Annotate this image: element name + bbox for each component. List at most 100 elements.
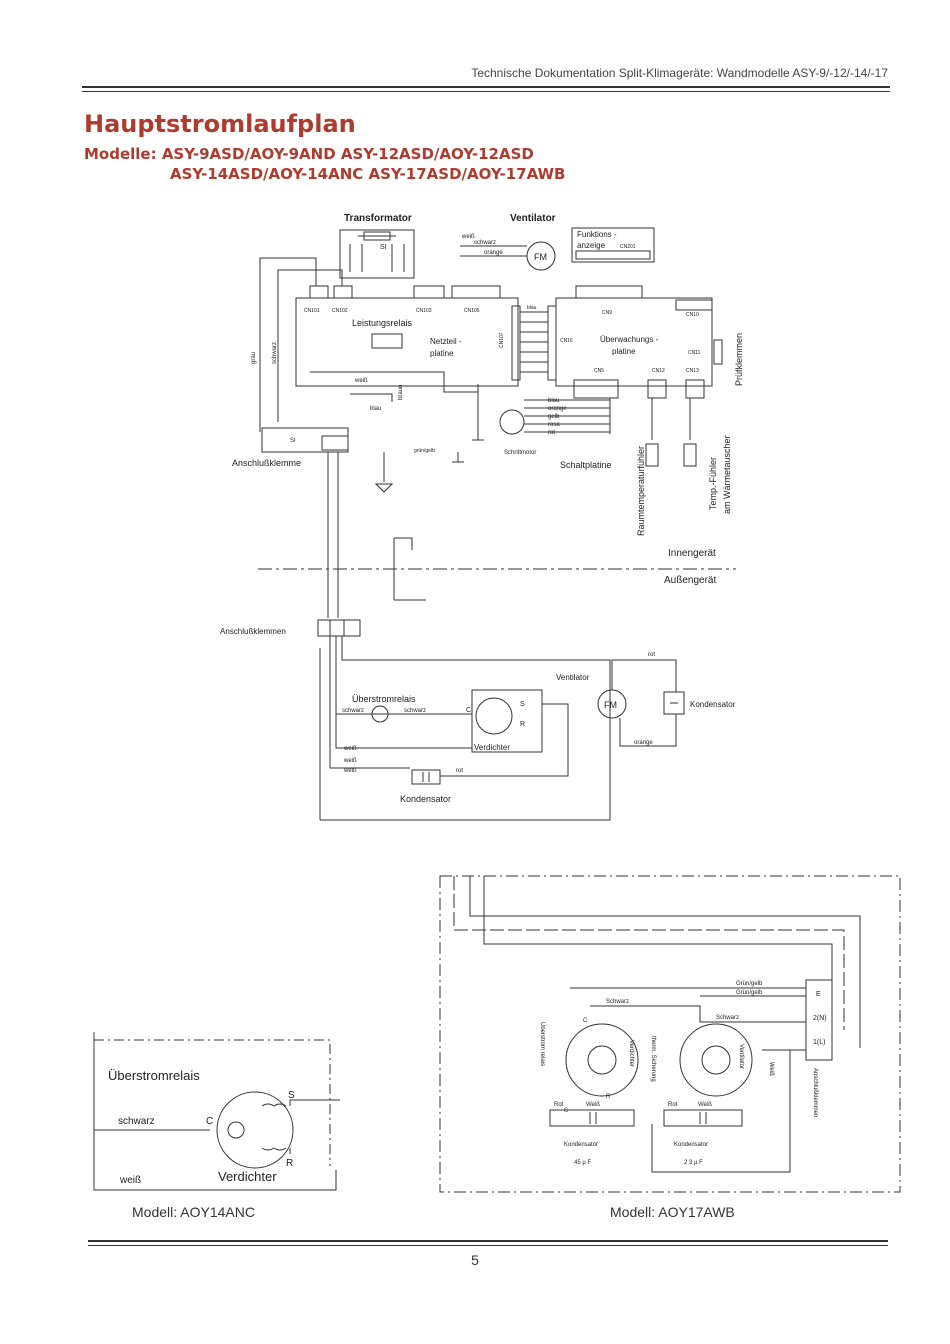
footer-rule-thin bbox=[88, 1245, 888, 1246]
header-rule-thin bbox=[82, 91, 890, 92]
label-fm-outdoor: FM bbox=[604, 700, 617, 710]
aoy17-terminal-2n: 2(N) bbox=[813, 1015, 827, 1022]
label-s-14: S bbox=[288, 1090, 295, 1101]
label-c-14: C bbox=[206, 1116, 213, 1127]
connector-cn103 bbox=[413, 285, 445, 299]
label-netzteil-platine: platine bbox=[430, 349, 454, 358]
label-r-17: R bbox=[606, 1094, 611, 1100]
label-anschlussklemmen-17: Anschlußklemmen bbox=[812, 1068, 818, 1117]
wire-schwarz-2: schwarz bbox=[272, 342, 278, 364]
label-s-17: S bbox=[564, 1108, 568, 1114]
label-verdichter-14: Verdichter bbox=[218, 1169, 277, 1184]
aoy17-terminal-block bbox=[805, 979, 833, 1061]
aoy17-terminal-e: E bbox=[816, 991, 821, 998]
detail-aoy17awb: E 2(N) 1(L) Grün/gelb Grün/gelb Schwarz … bbox=[439, 875, 901, 1193]
wire-schwarz-3: schwarz bbox=[342, 708, 364, 714]
label-verdichter-17: Verdichter bbox=[628, 1040, 634, 1067]
indoor-unit: Transformator Ventilator SI FM schwarz o… bbox=[232, 213, 744, 618]
fan-motor-17 bbox=[679, 1023, 753, 1097]
label-s-outdoor: S bbox=[520, 701, 525, 708]
header-rule bbox=[82, 86, 890, 88]
label-anschlussklemmen: Anschlußklemmen bbox=[220, 627, 286, 636]
label-cn101: CN101 bbox=[304, 308, 320, 314]
connector-cn9 bbox=[575, 285, 643, 299]
connector-cn10 bbox=[675, 299, 713, 311]
label-si: SI bbox=[380, 244, 387, 251]
wire-orange-1: orange bbox=[484, 250, 503, 256]
wire-rot-1: rot bbox=[548, 430, 555, 436]
label-cn13: CN13 bbox=[686, 368, 699, 374]
wire-rot-3: rot bbox=[648, 652, 655, 658]
wire-gelb: gelb bbox=[548, 414, 560, 420]
wire-gruengelb-17b: Grün/gelb bbox=[736, 990, 763, 996]
label-leistungsrelais: Leistungsrelais bbox=[352, 318, 413, 328]
wire-rot-17b: Rot bbox=[668, 1102, 678, 1108]
label-ueberwachung-platine: platine bbox=[612, 347, 636, 356]
label-c-17: C bbox=[583, 1018, 588, 1024]
label-kondensator-outdoor: Kondensator bbox=[400, 794, 451, 804]
wire-blau-1: blau bbox=[527, 305, 537, 311]
label-si-2: SI bbox=[290, 438, 296, 444]
wire-weiss-3: weiß bbox=[343, 746, 357, 752]
wire-weiss-17a: Weiß bbox=[586, 1102, 600, 1108]
label-ventilator-17: Ventilator bbox=[738, 1044, 744, 1069]
label-cn5: CN5 bbox=[594, 368, 604, 374]
label-pruefklemmen: Prüfklemmen bbox=[734, 333, 744, 386]
wire-gruengelb-1: grün/gelb bbox=[414, 448, 435, 454]
connector-cn102 bbox=[333, 285, 353, 299]
label-ventilator: Ventilator bbox=[510, 213, 556, 224]
label-am-waermetauscher: am Wärmetauscher bbox=[722, 435, 732, 514]
label-ueberstromrelais: Überstromrelais bbox=[352, 694, 416, 704]
funktionsanzeige-box bbox=[571, 227, 655, 263]
label-kondensator-fan: Kondensator bbox=[690, 700, 736, 709]
connector-cn101 bbox=[309, 285, 329, 299]
label-kondensator-17a: Kondensator bbox=[564, 1142, 598, 1148]
label-cn102: CN102 bbox=[332, 308, 348, 314]
outdoor-overload-relay bbox=[371, 705, 389, 723]
label-thermoschutz-17: therm. Sicherung bbox=[650, 1036, 656, 1082]
label-cn16: CN16 bbox=[560, 338, 573, 344]
aoy17-terminal-1l: 1(L) bbox=[813, 1039, 825, 1046]
compressor-14 bbox=[216, 1091, 294, 1169]
wire-orange-3: orange bbox=[634, 740, 653, 746]
label-innengeraet: Innengerät bbox=[668, 548, 716, 559]
wire-weiss-17: Weiß bbox=[768, 1062, 774, 1076]
connector-cn105 bbox=[451, 285, 501, 299]
outdoor-capacitor bbox=[411, 769, 441, 785]
label-cn12: CN12 bbox=[652, 368, 665, 374]
waermetauscher-sensor bbox=[683, 443, 697, 467]
label-kap-17a: 45 µ F bbox=[574, 1160, 591, 1166]
label-schrittmotor: Schrittmotor bbox=[504, 450, 536, 456]
label-anzeige: anzeige bbox=[577, 241, 606, 250]
capacitor-17a bbox=[549, 1109, 635, 1127]
wire-schwarz-1: schwarz bbox=[474, 240, 496, 246]
wire-rosa: rosa bbox=[548, 422, 560, 428]
label-schaltplatine: Schaltplatine bbox=[560, 460, 612, 470]
compressor-17 bbox=[565, 1023, 639, 1097]
label-ueberstromrelais-14: Überstromrelais bbox=[108, 1068, 200, 1083]
wire-braun: braun bbox=[398, 385, 404, 400]
wire-schwarz-17b: Schwarz bbox=[716, 1015, 739, 1021]
label-netzteil: Netzteil - bbox=[430, 337, 462, 346]
label-r-outdoor: R bbox=[520, 721, 525, 728]
wire-blau-2: blau bbox=[370, 406, 381, 412]
wire-grau: grau bbox=[251, 352, 257, 364]
label-cn9: CN9 bbox=[602, 310, 612, 316]
label-anschlussklemme: Anschlußklemme bbox=[232, 458, 301, 468]
label-kondensator-17b: Kondensator bbox=[674, 1142, 708, 1148]
wire-rot-2: rot bbox=[456, 768, 463, 774]
wire-orange-2: orange bbox=[548, 406, 567, 412]
wire-schwarz-17a: Schwarz bbox=[606, 999, 629, 1005]
page-title: Hauptstromlaufplan bbox=[84, 110, 356, 138]
label-kap-17b: 2 3 µ F bbox=[684, 1160, 703, 1166]
label-verdichter-outdoor: Verdichter bbox=[474, 743, 510, 752]
label-temp-fuehler: Temp.-Fühler bbox=[708, 457, 718, 510]
label-transformator: Transformator bbox=[344, 213, 412, 224]
netzteil-platine bbox=[295, 297, 519, 387]
outdoor-compressor bbox=[475, 697, 513, 735]
label-cn10: CN10 bbox=[686, 312, 699, 318]
label-cn103: CN103 bbox=[416, 308, 432, 314]
caption-aoy14anc: Modell: AOY14ANC bbox=[132, 1204, 255, 1220]
raumtemp-sensor bbox=[645, 443, 659, 467]
